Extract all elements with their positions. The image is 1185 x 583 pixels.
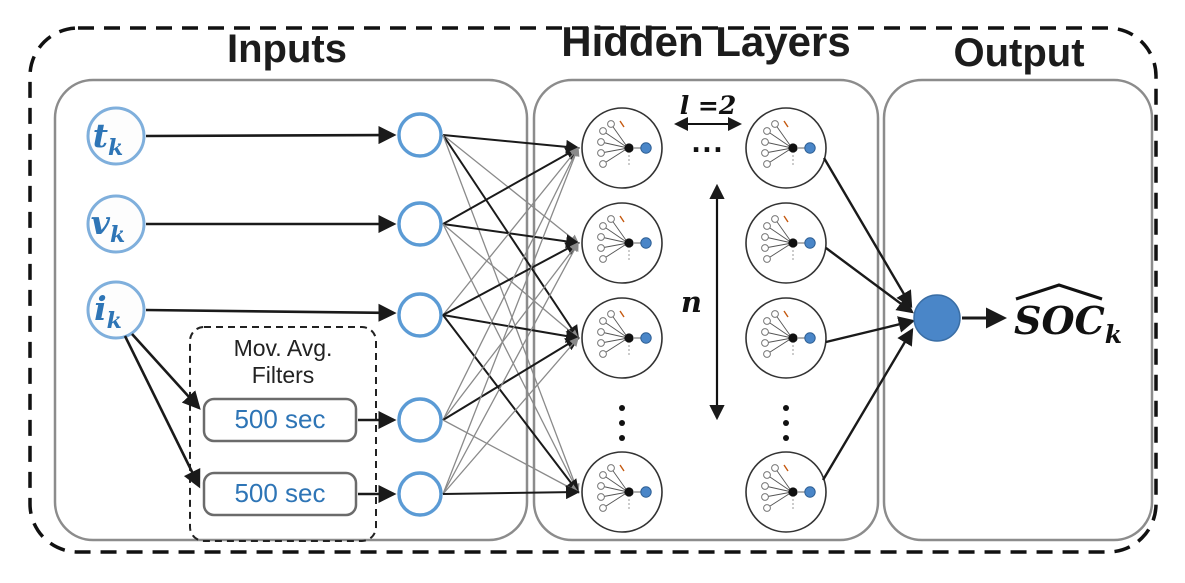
hidden-neuron [745,451,827,533]
connection-line [442,134,580,494]
connection-line [442,241,579,421]
input-to-hidden-connections [442,134,580,500]
connection-line [442,241,579,495]
connection-line [442,134,580,154]
connection-line [442,146,580,495]
hidden-neuron [581,451,663,533]
vk-label: vk [91,203,125,248]
inputs-title: Inputs [227,27,347,71]
neuron-count-label: n [681,285,702,319]
input-node-tk: tk [86,106,146,166]
hidden-layers-panel [532,78,880,542]
input-node-vk: vk [86,194,146,254]
neuron-count-annotation: n [681,183,725,421]
vertical-ellipsis-column-1 [619,405,625,441]
filter-dashed-border [189,326,377,542]
connection-line [442,314,580,494]
input-layer-node-3 [397,292,443,338]
tk-label: tk [93,116,124,161]
connection-line [825,316,916,344]
connection-line [442,336,580,421]
connection-line [442,223,579,339]
horizontal-ellipsis: ... [692,123,725,159]
output-panel [882,78,1154,542]
connection-line [442,134,580,340]
connection-line [825,247,914,314]
hidden-neuron [745,297,827,379]
connection-line [442,419,580,493]
connection-line [442,485,580,500]
ik-label: ik [94,289,122,334]
tk-circle [86,106,146,166]
connection-line [442,146,579,316]
filter-title-line2: Filters [252,362,315,388]
arrow-ik-to-filter2 [123,335,201,489]
input-layer-node-4 [397,397,443,443]
input-layer-nodes [397,112,443,517]
output-node [913,294,961,342]
hidden-to-output-connections [821,157,916,481]
hidden-neuron [745,107,827,189]
outer-dashed-border [28,26,1158,554]
input-layer-node-1 [397,112,443,158]
connection-line [821,327,914,481]
input-layer-node-2 [397,201,443,247]
connection-line [442,337,579,495]
filter-1-box [202,397,358,443]
vertical-ellipsis-column-2 [783,405,789,441]
soc-hat [1015,283,1103,301]
connection-line [442,223,579,494]
filter-1-label: 500 sec [234,404,325,434]
filter-2-label: 500 sec [234,478,325,508]
hidden-neuron [581,107,663,189]
hidden-neuron [581,202,663,284]
hidden-layers-title: Hidden Layers [561,18,850,65]
filter-2-box [202,471,358,517]
input-node-ik: ik [86,280,146,340]
layer-depth-annotation: l =2 ... [674,91,742,159]
output-title: Output [953,31,1084,75]
input-layer-node-5 [397,471,443,517]
input-arrows [123,125,397,504]
vk-circle [86,194,146,254]
connection-line [442,146,579,421]
layer-depth-label: l =2 [680,91,737,120]
arrow-ik-to-node [145,303,397,322]
arrow-ik-to-filter1 [131,333,201,410]
filter-title-line1: Mov. Avg. [234,335,333,361]
hidden-neuron [581,297,663,379]
ik-circle [86,280,146,340]
connection-line [822,157,913,309]
connection-line [442,134,580,244]
connection-line [442,314,580,343]
moving-average-filter-box: Mov. Avg. Filters 500 sec 500 sec [189,326,377,542]
hidden-layer-column-1 [581,107,663,533]
connection-line [442,242,580,316]
soc-text: SOCk [1014,298,1122,349]
connection-line [442,223,580,249]
arrow-tk-to-node [145,125,397,145]
hidden-neuron [745,202,827,284]
hidden-layer-column-2 [745,107,827,533]
connection-line [442,147,580,225]
soc-output-label: SOCk [1014,283,1122,349]
